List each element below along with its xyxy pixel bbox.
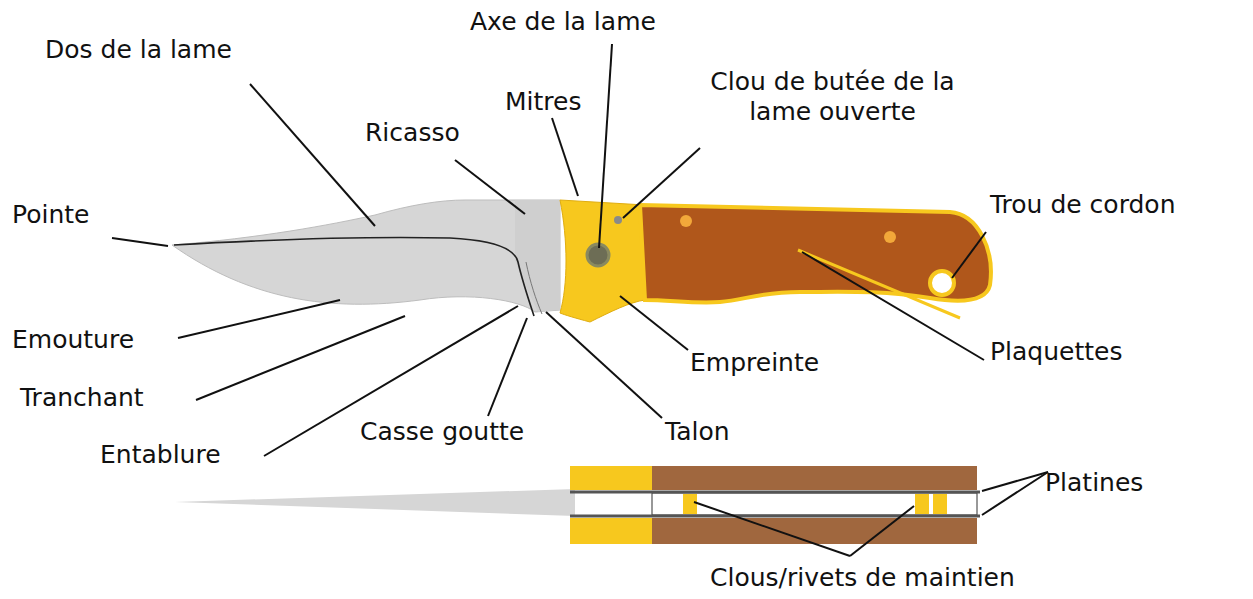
- liner: [570, 491, 980, 494]
- ricasso-zone: [515, 200, 560, 312]
- leader-line: [623, 148, 700, 218]
- part-label: Casse goutte: [360, 417, 524, 447]
- leader-line: [488, 318, 527, 416]
- part-label: Clous/rivets de maintien: [710, 563, 1015, 593]
- handle-rivet: [680, 215, 692, 227]
- leader-line: [546, 312, 662, 418]
- leader-lines: [112, 44, 1048, 556]
- liner: [570, 515, 980, 518]
- bolster-view: [570, 466, 652, 490]
- leader-line: [455, 160, 525, 214]
- handle-rivet: [884, 231, 896, 243]
- heel-line: [526, 262, 542, 314]
- part-label: Plaquettes: [990, 337, 1122, 367]
- scale-edge: [798, 250, 960, 318]
- leader-line: [952, 232, 986, 278]
- leader-line: [850, 506, 914, 556]
- part-label: Platines: [1045, 468, 1143, 498]
- rivet-view: [683, 494, 697, 514]
- part-label: Emouture: [12, 325, 134, 355]
- part-label: Tranchant: [20, 383, 144, 413]
- leader-line: [599, 44, 612, 248]
- part-label: Entablure: [100, 440, 221, 470]
- scale-view: [652, 518, 977, 544]
- part-label: Dos de la lame: [45, 35, 232, 65]
- part-label: Mitres: [505, 87, 581, 117]
- part-label: Trou de cordon: [990, 190, 1176, 220]
- blade-edge-view: [175, 489, 575, 516]
- lanyard-hole: [930, 271, 954, 295]
- leader-line: [552, 118, 578, 196]
- leader-line: [196, 316, 405, 400]
- leader-line: [250, 84, 375, 226]
- pivot: [587, 244, 609, 266]
- part-label: Ricasso: [365, 118, 460, 148]
- leader-line: [694, 502, 850, 556]
- leader-line: [178, 300, 340, 338]
- leader-line: [982, 472, 1048, 515]
- leader-line: [112, 238, 168, 246]
- handle: [640, 205, 991, 303]
- rivet-view: [933, 494, 947, 514]
- leader-line: [802, 252, 984, 360]
- part-label: Talon: [665, 417, 730, 447]
- bolster: [560, 200, 645, 322]
- leader-line: [982, 472, 1048, 491]
- part-label: Axe de la lame: [470, 7, 656, 37]
- bolster-view: [570, 518, 652, 544]
- leader-line: [620, 296, 688, 350]
- part-label: Pointe: [12, 200, 89, 230]
- stop-pin: [614, 216, 622, 224]
- part-label: Empreinte: [690, 348, 819, 378]
- rivet-view: [915, 494, 929, 514]
- part-label: Clou de butée de la lame ouverte: [690, 67, 975, 127]
- grind-line: [174, 237, 534, 316]
- scale-view: [652, 466, 977, 490]
